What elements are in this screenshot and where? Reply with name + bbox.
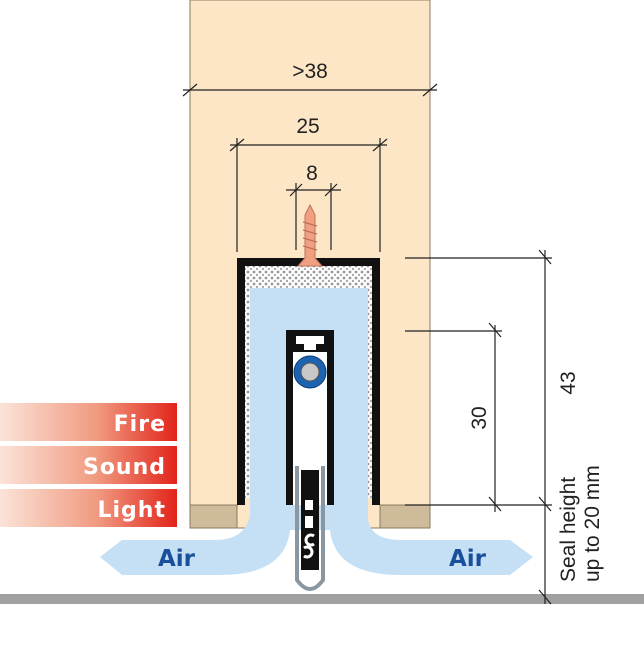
dim-total-height: 43 [557,371,580,394]
svg-text:Light: Light [98,498,167,523]
seal-height-line1: Seal height [557,477,580,582]
svg-text:Sound: Sound [83,455,166,480]
air-label-right: Air [449,546,487,572]
dim-screw-spacing: 8 [306,162,318,185]
svg-text:Fire: Fire [114,412,166,437]
floor [0,594,644,604]
dimension-lines [182,83,552,605]
label-sound: Sound [0,446,177,484]
drop-seal-gasket [295,466,325,591]
screw-icon [296,203,324,267]
label-light: Light [0,489,177,527]
label-fire: Fire [0,403,177,441]
door-edge-left [189,504,238,529]
door-edge-right [379,504,431,529]
dim-channel-depth: 30 [468,406,491,429]
air-label-left: Air [158,546,196,572]
dim-channel-width: 25 [296,115,319,138]
dim-door-width: >38 [292,60,328,83]
seal-height-line2: up to 20 mm [581,465,604,582]
